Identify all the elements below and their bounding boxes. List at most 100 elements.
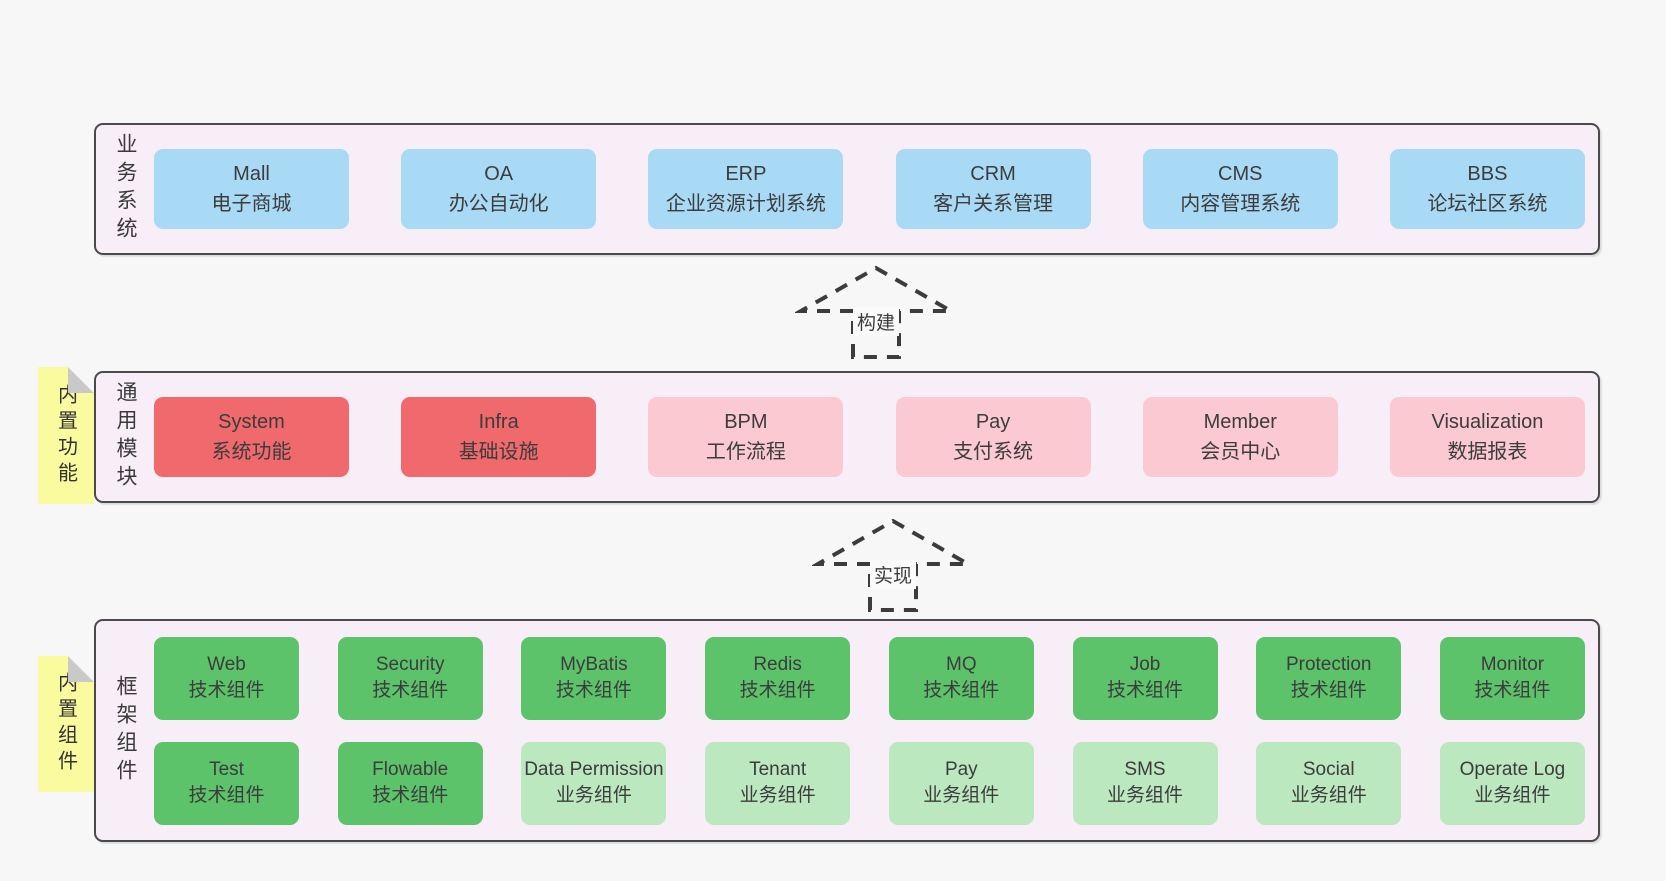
box-title: BBS bbox=[1467, 163, 1508, 185]
business-systems-boxes: Mall 电子商城 OA 办公自动化 ERP 企业资源计划系统 CRM 客户关系… bbox=[144, 125, 1598, 253]
box-title: CMS bbox=[1218, 163, 1263, 185]
component-box-test: Test 技术组件 bbox=[154, 741, 299, 825]
box-title: Social bbox=[1302, 759, 1355, 780]
box-title: Monitor bbox=[1480, 654, 1545, 675]
arrow-implement: 实现 bbox=[812, 516, 974, 616]
box-subtitle: 技术组件 bbox=[923, 680, 1000, 701]
box-title: Protection bbox=[1285, 654, 1372, 675]
box-subtitle: 办公自动化 bbox=[448, 193, 549, 215]
box-title: Web bbox=[207, 654, 246, 675]
framework-components-boxes: Web 技术组件 Security 技术组件 MyBatis 技术组件 Redi… bbox=[144, 621, 1598, 840]
box-subtitle: 业务组件 bbox=[1107, 785, 1184, 806]
box-title: CRM bbox=[970, 163, 1016, 185]
sticky-fold-corner bbox=[68, 367, 94, 393]
box-title: Security bbox=[375, 654, 445, 675]
box-subtitle: 技术组件 bbox=[1107, 680, 1184, 701]
box-subtitle: 业务组件 bbox=[923, 785, 1000, 806]
sticky-fold-corner bbox=[68, 656, 94, 682]
sticky-note-builtin-features: 内置功能 bbox=[38, 367, 94, 504]
box-title: Infra bbox=[478, 411, 519, 433]
component-box-pay: Pay 业务组件 bbox=[888, 741, 1034, 825]
box-title: Job bbox=[1129, 654, 1161, 675]
box-subtitle: 内容管理系统 bbox=[1180, 193, 1301, 215]
module-box-member: Member 会员中心 bbox=[1142, 397, 1338, 477]
box-subtitle: 数据报表 bbox=[1447, 441, 1528, 463]
band-common-modules: 通用模块 System 系统功能 Infra 基础设施 BPM 工作流程 Pay… bbox=[94, 371, 1600, 503]
box-subtitle: 支付系统 bbox=[953, 441, 1034, 463]
component-box-data-permission: Data Permission 业务组件 bbox=[521, 741, 667, 825]
component-box-web: Web 技术组件 bbox=[154, 636, 299, 720]
system-box-cms: CMS 内容管理系统 bbox=[1142, 149, 1338, 229]
sticky-note-builtin-components: 内置组件 bbox=[38, 656, 94, 792]
box-subtitle: 基础设施 bbox=[458, 441, 539, 463]
component-box-mybatis: MyBatis 技术组件 bbox=[521, 636, 667, 720]
box-title: Test bbox=[209, 759, 244, 780]
box-subtitle: 技术组件 bbox=[1474, 680, 1551, 701]
component-box-social: Social 业务组件 bbox=[1256, 741, 1402, 825]
module-box-visualization: Visualization 数据报表 bbox=[1389, 397, 1585, 477]
box-subtitle: 技术组件 bbox=[188, 785, 265, 806]
box-title: OA bbox=[484, 163, 514, 185]
common-modules-boxes: System 系统功能 Infra 基础设施 BPM 工作流程 Pay 支付系统… bbox=[144, 373, 1598, 501]
system-box-erp: ERP 企业资源计划系统 bbox=[648, 149, 844, 229]
box-subtitle: 技术组件 bbox=[555, 680, 632, 701]
system-box-mall: Mall 电子商城 bbox=[154, 149, 349, 229]
sticky-note-label: 内置功能 bbox=[54, 383, 77, 488]
box-subtitle: 业务组件 bbox=[555, 785, 632, 806]
box-subtitle: 技术组件 bbox=[188, 680, 265, 701]
component-box-mq: MQ 技术组件 bbox=[888, 636, 1034, 720]
box-title: MyBatis bbox=[560, 654, 628, 675]
box-subtitle: 企业资源计划系统 bbox=[665, 193, 826, 215]
band-label-business-systems: 业务系统 bbox=[114, 133, 137, 245]
component-box-security: Security 技术组件 bbox=[337, 636, 483, 720]
band-business-systems: 业务系统 Mall 电子商城 OA 办公自动化 ERP 企业资源计划系统 CRM… bbox=[94, 123, 1600, 255]
module-box-bpm: BPM 工作流程 bbox=[648, 397, 844, 477]
box-title: Redis bbox=[753, 654, 802, 675]
box-subtitle: 技术组件 bbox=[739, 680, 816, 701]
box-subtitle: 业务组件 bbox=[1474, 785, 1551, 806]
band-framework-components: 框架组件 Web 技术组件 Security 技术组件 MyBatis 技术组件… bbox=[94, 619, 1600, 842]
box-subtitle: 技术组件 bbox=[372, 680, 449, 701]
band-label-framework-components: 框架组件 bbox=[114, 674, 137, 787]
module-box-pay: Pay 支付系统 bbox=[895, 397, 1091, 477]
box-subtitle: 会员中心 bbox=[1200, 441, 1281, 463]
dashed-up-arrow-icon bbox=[812, 518, 974, 612]
module-box-system: System 系统功能 bbox=[154, 397, 349, 477]
box-subtitle: 客户关系管理 bbox=[933, 193, 1054, 215]
arrow-build: 构建 bbox=[795, 263, 957, 363]
component-box-protection: Protection 技术组件 bbox=[1256, 636, 1402, 720]
biz-components-row: Test 技术组件 Flowable 技术组件 Data Permission … bbox=[154, 741, 1585, 825]
box-title: MQ bbox=[946, 654, 977, 675]
box-title: System bbox=[218, 411, 285, 433]
system-box-crm: CRM 客户关系管理 bbox=[895, 149, 1091, 229]
module-box-infra: Infra 基础设施 bbox=[401, 397, 597, 477]
box-title: Visualization bbox=[1431, 411, 1544, 433]
box-title: Data Permission bbox=[524, 759, 664, 780]
box-subtitle: 技术组件 bbox=[1290, 680, 1367, 701]
dashed-up-arrow-icon bbox=[795, 265, 957, 359]
box-title: Member bbox=[1203, 411, 1277, 433]
box-subtitle: 工作流程 bbox=[705, 441, 786, 463]
box-subtitle: 技术组件 bbox=[372, 785, 449, 806]
tech-components-row: Web 技术组件 Security 技术组件 MyBatis 技术组件 Redi… bbox=[154, 636, 1585, 720]
box-title: Operate Log bbox=[1459, 759, 1566, 780]
box-title: Pay bbox=[944, 759, 978, 780]
component-box-monitor: Monitor 技术组件 bbox=[1439, 636, 1585, 720]
component-box-redis: Redis 技术组件 bbox=[705, 636, 851, 720]
component-box-operate-log: Operate Log 业务组件 bbox=[1439, 741, 1585, 825]
arrow-label: 构建 bbox=[852, 307, 900, 336]
box-title: Pay bbox=[975, 411, 1011, 433]
box-subtitle: 论坛社区系统 bbox=[1427, 193, 1548, 215]
box-subtitle: 业务组件 bbox=[739, 785, 816, 806]
box-title: SMS bbox=[1124, 759, 1166, 780]
box-title: Mall bbox=[233, 163, 270, 185]
system-box-bbs: BBS 论坛社区系统 bbox=[1389, 149, 1585, 229]
component-box-flowable: Flowable 技术组件 bbox=[337, 741, 483, 825]
box-subtitle: 电子商城 bbox=[211, 193, 292, 215]
component-box-tenant: Tenant 业务组件 bbox=[705, 741, 851, 825]
band-label-common-modules: 通用模块 bbox=[114, 381, 137, 493]
box-subtitle: 业务组件 bbox=[1290, 785, 1367, 806]
box-title: ERP bbox=[725, 163, 767, 185]
component-box-job: Job 技术组件 bbox=[1072, 636, 1218, 720]
arrow-label: 实现 bbox=[869, 560, 917, 589]
